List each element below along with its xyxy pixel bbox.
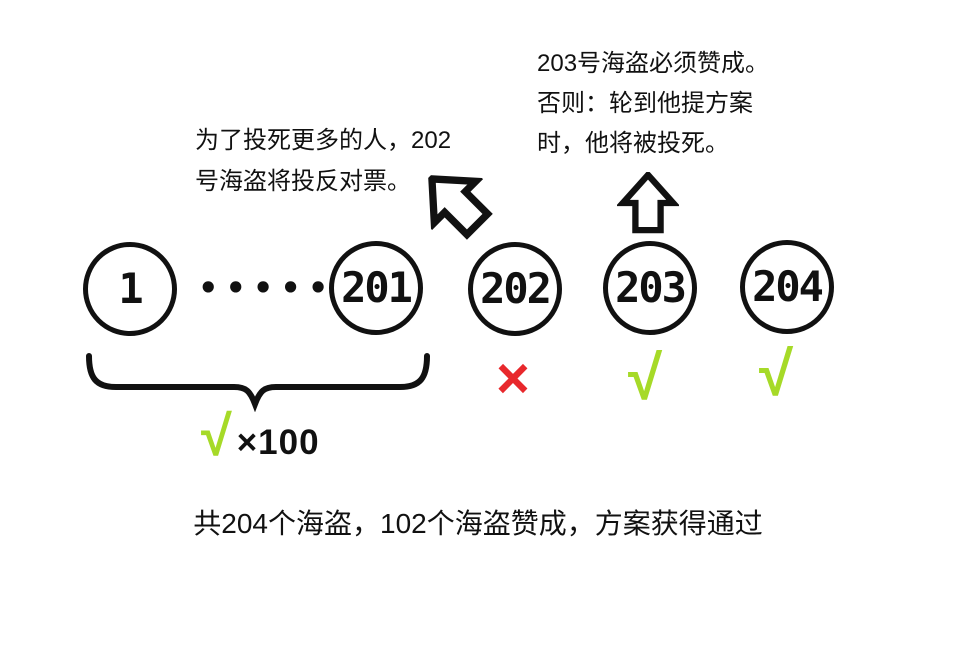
group-vote-label: √ ×100 — [201, 404, 320, 467]
pirate-1-label: 1 — [118, 264, 143, 313]
vote-approve-204: √ — [759, 340, 794, 409]
pirate-circle-204: 204 — [740, 240, 834, 334]
note-pirate-202-line2: 号海盗将投反对票。 — [195, 168, 411, 195]
conclusion-text: 共204个海盗，102个海盗赞成，方案获得通过 — [193, 508, 763, 539]
underbrace — [86, 353, 430, 412]
up-left-arrow-icon — [428, 175, 493, 240]
pirate-circle-203: 203 — [603, 241, 697, 335]
pirate-203-label: 203 — [615, 263, 687, 312]
ellipsis-dots: •••••• — [198, 269, 363, 307]
pirate-circle-202: 202 — [468, 242, 562, 336]
note-pirate-203: 203号海盗必须赞成。 否则：轮到他提方案 时，他将被投死。 — [537, 44, 769, 164]
pirate-201-label: 201 — [341, 263, 413, 312]
pirate-circle-1: 1 — [83, 242, 177, 336]
note-pirate-203-line1: 203号海盗必须赞成。 — [537, 50, 770, 77]
group-vote-multiplier: ×100 — [236, 422, 320, 462]
pirate-202-label: 202 — [480, 264, 552, 313]
note-pirate-203-line2: 否则：轮到他提方案 — [537, 90, 753, 117]
note-pirate-203-line3: 时，他将被投死。 — [537, 130, 729, 157]
vote-reject-202: × — [496, 346, 530, 411]
vote-approve-203: √ — [628, 344, 663, 413]
note-pirate-202: 为了投死更多的人，202 号海盗将投反对票。 — [195, 120, 451, 202]
up-arrow-icon — [617, 172, 679, 234]
pirate-204-label: 204 — [752, 262, 824, 311]
group-vote-check: √ — [201, 404, 232, 467]
pirate-circle-201: 201 — [329, 241, 423, 335]
note-pirate-202-line1: 为了投死更多的人，202 — [195, 127, 452, 154]
